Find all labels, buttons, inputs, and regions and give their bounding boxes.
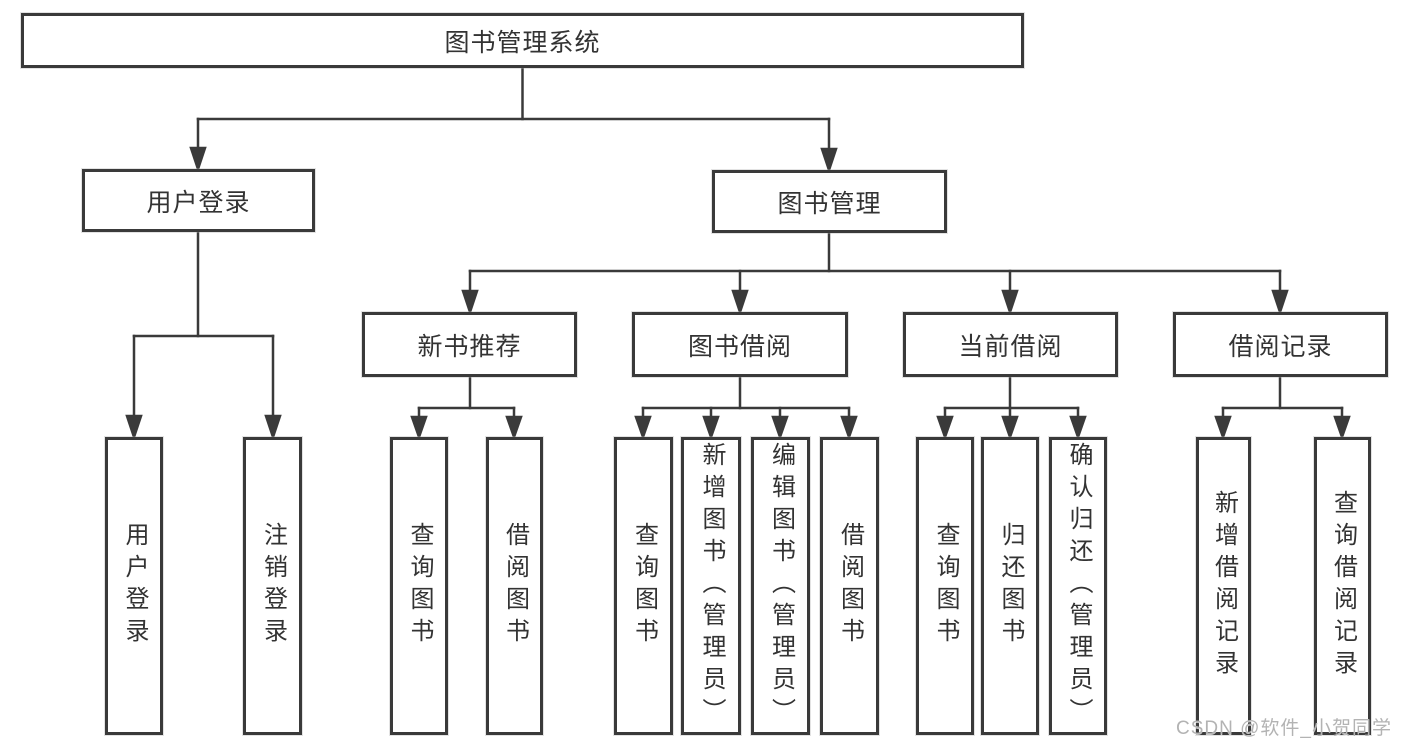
- arrowhead: [820, 147, 838, 174]
- edges-new-book-recommend-to-leaves: [410, 375, 523, 441]
- edges-borrowing-records-to-leaves: [1214, 375, 1351, 441]
- arrowhead: [410, 415, 428, 441]
- node-label: 新增图书（管理员）: [698, 442, 725, 730]
- node-new-book-recommend: 新书推荐: [362, 312, 577, 377]
- edges-root-to-level2: [189, 66, 838, 174]
- leaf-query-books-borrowing: 查询图书: [614, 437, 673, 735]
- node-label: 图书借阅: [687, 332, 792, 361]
- node-label: 编辑图书（管理员）: [767, 442, 795, 730]
- node-borrowing-records: 借阅记录: [1173, 312, 1388, 377]
- node-label: 借阅图书: [836, 522, 864, 650]
- leaf-query-borrow-record: 查询借阅记录: [1314, 437, 1371, 735]
- node-label: 新增借阅记录: [1210, 490, 1238, 682]
- arrowhead: [1001, 289, 1019, 316]
- arrowhead: [702, 415, 720, 441]
- arrowhead: [264, 414, 282, 441]
- node-label: 注销登录: [259, 522, 287, 650]
- node-label: 用户登录: [121, 522, 148, 650]
- arrowhead: [505, 415, 523, 441]
- arrowhead: [731, 289, 749, 316]
- arrowhead: [125, 414, 143, 441]
- arrowhead: [1001, 415, 1019, 441]
- leaf-query-books-current: 查询图书: [916, 437, 974, 735]
- arrowhead: [840, 415, 858, 441]
- edges-current-borrowing-to-leaves: [936, 375, 1087, 441]
- node-label: 图书管理: [777, 189, 882, 218]
- edges-book-management-to-level3: [461, 230, 1289, 316]
- leaf-edit-books-admin: 编辑图书（管理员）: [751, 437, 810, 735]
- arrowhead: [1069, 415, 1087, 441]
- node-label: 借阅图书: [501, 522, 529, 650]
- leaf-borrow-books-borrowing: 借阅图书: [820, 437, 879, 735]
- leaf-borrow-books-recommend: 借阅图书: [486, 437, 543, 735]
- node-user-login: 用户登录: [82, 169, 315, 232]
- node-current-borrowing: 当前借阅: [903, 312, 1118, 377]
- edges-book-borrowing-to-leaves: [634, 375, 858, 441]
- node-label: 图书管理系统: [444, 28, 601, 57]
- node-label: 当前借阅: [958, 332, 1063, 361]
- node-label: 查询图书: [630, 522, 658, 650]
- node-label: 查询图书: [932, 522, 959, 650]
- node-label: 新书推荐: [417, 332, 522, 361]
- arrowhead: [936, 415, 954, 441]
- csdn-watermark: CSDN @软件_小贺同学: [1176, 718, 1392, 739]
- edges-user-login-to-leaves: [125, 230, 282, 441]
- node-label: 确认归还（管理员）: [1065, 442, 1092, 730]
- leaf-confirm-return-admin: 确认归还（管理员）: [1049, 437, 1107, 735]
- leaf-query-books-recommend: 查询图书: [390, 437, 448, 735]
- node-label: 查询借阅记录: [1329, 490, 1357, 682]
- node-label: 借阅记录: [1228, 332, 1333, 361]
- node-book-borrowing: 图书借阅: [632, 312, 848, 377]
- leaf-user-login: 用户登录: [105, 437, 163, 735]
- arrowhead: [634, 415, 652, 441]
- node-label: 查询图书: [406, 522, 433, 650]
- node-label: 用户登录: [146, 188, 251, 217]
- arrowhead: [189, 146, 207, 173]
- node-label: 归还图书: [997, 522, 1024, 650]
- leaf-return-books: 归还图书: [981, 437, 1039, 735]
- arrowhead: [1214, 415, 1232, 441]
- arrowhead: [771, 415, 789, 441]
- leaf-add-borrow-record: 新增借阅记录: [1196, 437, 1251, 735]
- arrowhead: [1333, 415, 1351, 441]
- node-library-system: 图书管理系统: [21, 13, 1024, 68]
- arrowhead: [461, 289, 479, 316]
- arrowhead: [1271, 289, 1289, 316]
- leaf-logout-login: 注销登录: [243, 437, 302, 735]
- leaf-add-books-admin: 新增图书（管理员）: [681, 437, 741, 735]
- node-book-management: 图书管理: [712, 170, 947, 233]
